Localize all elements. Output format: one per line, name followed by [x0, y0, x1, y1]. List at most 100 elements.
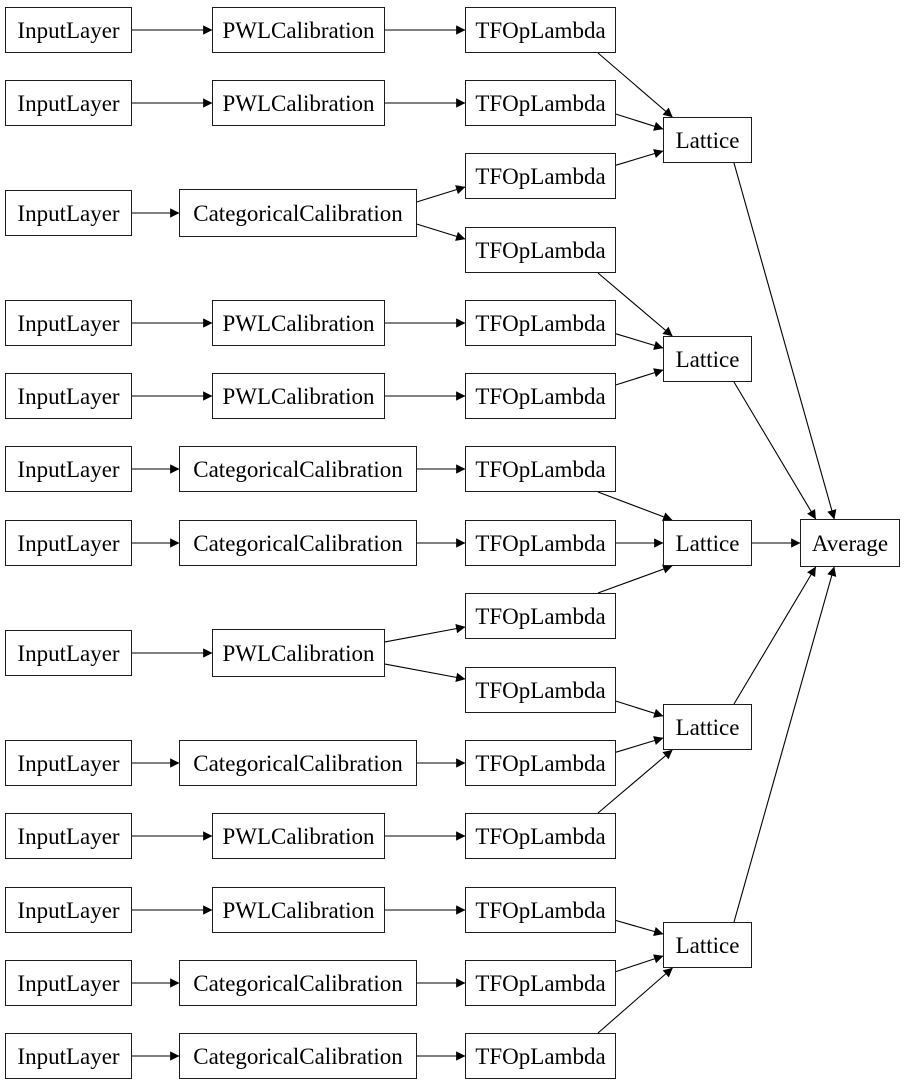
- node-lattice-L2: Lattice: [663, 336, 752, 382]
- node-lambda-t5: TFOpLambda: [465, 300, 616, 346]
- edge-t6-L2: [615, 368, 664, 386]
- node-lambda-t6: TFOpLambda: [465, 373, 616, 419]
- node-label: Lattice: [675, 530, 740, 556]
- node-lattice-L1: Lattice: [663, 117, 752, 163]
- node-calibration-c11: PWLCalibration: [212, 887, 385, 933]
- node-calibration-c12: CategoricalCalibration: [179, 960, 417, 1006]
- node-label: TFOpLambda: [475, 970, 606, 996]
- node-input-in11: InputLayer: [5, 887, 132, 933]
- node-lambda-t12: TFOpLambda: [465, 813, 616, 859]
- node-label: CategoricalCalibration: [193, 200, 403, 226]
- edge-L5-avg: [733, 566, 837, 923]
- edge-t5-L2: [615, 333, 664, 350]
- node-label: PWLCalibration: [222, 640, 375, 666]
- node-label: InputLayer: [17, 897, 120, 923]
- node-label: TFOpLambda: [475, 750, 606, 776]
- node-calibration-c7: CategoricalCalibration: [179, 520, 417, 566]
- node-lambda-t11: TFOpLambda: [465, 740, 616, 786]
- node-label: CategoricalCalibration: [193, 1043, 403, 1069]
- node-label: CategoricalCalibration: [193, 530, 403, 556]
- node-label: CategoricalCalibration: [193, 970, 403, 996]
- node-lambda-t8: TFOpLambda: [465, 520, 616, 566]
- node-label: TFOpLambda: [475, 603, 606, 629]
- node-label: PWLCalibration: [222, 383, 375, 409]
- node-label: CategoricalCalibration: [193, 456, 403, 482]
- edge-c3-t3: [416, 185, 466, 203]
- node-calibration-c13: CategoricalCalibration: [179, 1033, 417, 1079]
- node-label: TFOpLambda: [475, 530, 606, 556]
- node-label: TFOpLambda: [475, 237, 606, 263]
- node-input-in2: InputLayer: [5, 80, 132, 126]
- node-label: PWLCalibration: [222, 90, 375, 116]
- node-input-in7: InputLayer: [5, 520, 132, 566]
- node-label: Lattice: [675, 346, 740, 372]
- node-calibration-c2: PWLCalibration: [212, 80, 385, 126]
- node-lambda-t2: TFOpLambda: [465, 80, 616, 126]
- node-label: InputLayer: [17, 200, 120, 226]
- node-label: PWLCalibration: [222, 17, 375, 43]
- node-lattice-L3: Lattice: [663, 520, 752, 566]
- node-label: InputLayer: [17, 310, 120, 336]
- node-input-in1: InputLayer: [5, 7, 132, 53]
- node-label: CategoricalCalibration: [193, 750, 403, 776]
- node-calibration-c10: PWLCalibration: [212, 813, 385, 859]
- edge-t1-L1: [597, 52, 673, 118]
- node-label: InputLayer: [17, 383, 120, 409]
- edge-L1-avg: [733, 162, 837, 520]
- node-lattice-L4: Lattice: [663, 704, 752, 750]
- node-label: TFOpLambda: [475, 383, 606, 409]
- node-calibration-c5: PWLCalibration: [212, 373, 385, 419]
- edge-t7-L3: [597, 491, 673, 522]
- edge-t11-L4: [615, 736, 664, 753]
- node-input-in9: InputLayer: [5, 740, 132, 786]
- node-label: TFOpLambda: [475, 90, 606, 116]
- node-label: TFOpLambda: [475, 677, 606, 703]
- node-label: InputLayer: [17, 970, 120, 996]
- node-input-in4: InputLayer: [5, 300, 132, 346]
- node-calibration-c9: CategoricalCalibration: [179, 740, 417, 786]
- node-calibration-c3: CategoricalCalibration: [179, 189, 417, 237]
- node-label: TFOpLambda: [475, 1043, 606, 1069]
- edge-L2-avg: [733, 381, 817, 520]
- node-label: TFOpLambda: [475, 456, 606, 482]
- node-input-in6: InputLayer: [5, 446, 132, 492]
- edge-t14-L5: [615, 954, 664, 973]
- node-label: InputLayer: [17, 750, 120, 776]
- node-label: Lattice: [675, 714, 740, 740]
- node-label: InputLayer: [17, 1043, 120, 1069]
- node-label: InputLayer: [17, 17, 120, 43]
- node-lambda-t10: TFOpLambda: [465, 667, 616, 713]
- node-average-avg: Average: [800, 519, 900, 567]
- node-label: Lattice: [675, 932, 740, 958]
- node-lambda-t9: TFOpLambda: [465, 593, 616, 639]
- edge-t10-L4: [615, 700, 664, 718]
- node-input-in5: InputLayer: [5, 373, 132, 419]
- node-calibration-c6: CategoricalCalibration: [179, 446, 417, 492]
- node-label: InputLayer: [17, 90, 120, 116]
- node-input-in8: InputLayer: [5, 630, 132, 676]
- edge-t4-L2: [597, 272, 673, 337]
- edge-t3-L1: [615, 149, 664, 166]
- node-label: TFOpLambda: [475, 17, 606, 43]
- node-lambda-t13: TFOpLambda: [465, 887, 616, 933]
- edge-t2-L1: [615, 113, 664, 131]
- node-label: PWLCalibration: [222, 310, 375, 336]
- node-label: InputLayer: [17, 640, 120, 666]
- node-label: TFOpLambda: [475, 310, 606, 336]
- node-input-in3: InputLayer: [5, 190, 132, 236]
- node-lambda-t4: TFOpLambda: [465, 227, 616, 273]
- node-label: PWLCalibration: [222, 823, 375, 849]
- edge-t15-L5: [597, 967, 673, 1034]
- node-label: TFOpLambda: [475, 897, 606, 923]
- node-lambda-t1: TFOpLambda: [465, 7, 616, 53]
- node-label: PWLCalibration: [222, 897, 375, 923]
- node-label: InputLayer: [17, 456, 120, 482]
- edge-c3-t4: [416, 223, 466, 241]
- node-label: Lattice: [675, 127, 740, 153]
- node-calibration-c4: PWLCalibration: [212, 300, 385, 346]
- node-lambda-t14: TFOpLambda: [465, 960, 616, 1006]
- node-label: TFOpLambda: [475, 163, 606, 189]
- node-calibration-c1: PWLCalibration: [212, 7, 385, 53]
